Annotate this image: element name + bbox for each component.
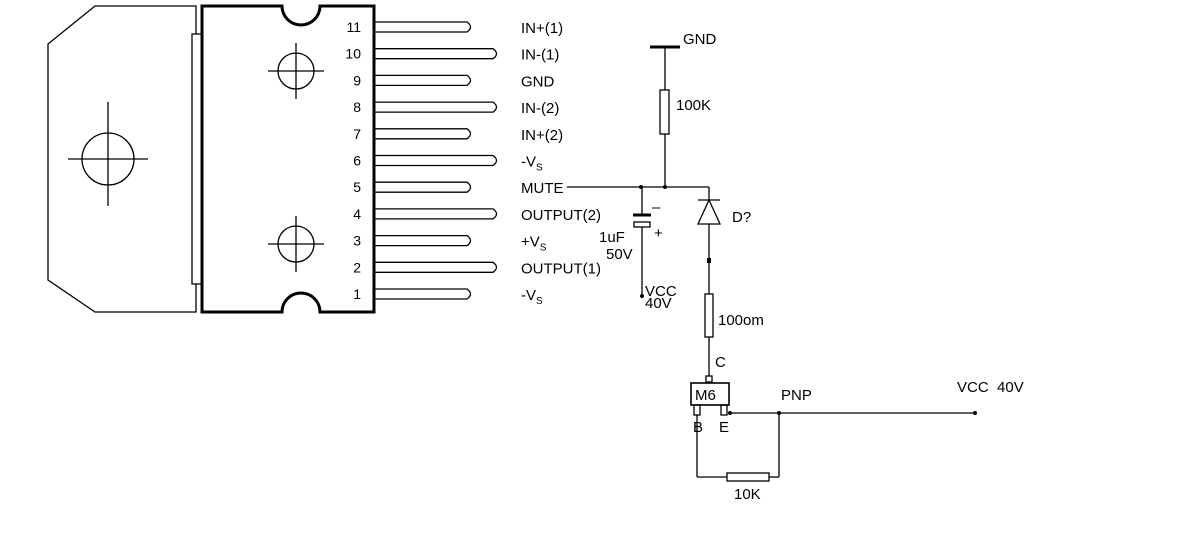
ic-pin-number: 1	[353, 286, 361, 302]
ic-pin-1: 1 -VS	[353, 286, 543, 307]
ic-pin-label: IN+(2)	[521, 127, 563, 144]
mounting-hole-bottom	[268, 216, 324, 272]
ic-pin-lead	[374, 128, 472, 140]
ic-pin-label-subscript: S	[536, 163, 543, 174]
mounting-hole-large	[68, 102, 148, 206]
gnd-label: GND	[683, 31, 717, 48]
ic-pin-lead	[374, 74, 472, 87]
ic-pin-6: 6 -VS	[353, 153, 543, 174]
ic-pin-number: 9	[353, 72, 361, 88]
ic-pin-lead	[374, 234, 472, 247]
cap-value-label: 1uF	[599, 229, 625, 246]
ic-pin-11: 11 IN+(1)	[346, 19, 563, 37]
circuit-labels: GND 100K – + 1uF 50V VCC 40V D? 100om C …	[599, 31, 1024, 503]
resistor-10k	[726, 472, 770, 482]
ic-pin-label: IN-(2)	[521, 100, 559, 117]
diode-d	[696, 187, 722, 294]
ic-pin-9: 9 GND	[353, 72, 554, 90]
capacitor-1uf	[633, 187, 651, 298]
resistor-100om-label: 100om	[718, 312, 764, 329]
ic-pin-label-text: MUTE	[521, 180, 564, 197]
ic-pin-label-text: IN-(2)	[521, 100, 559, 117]
ic-pin-lead	[374, 154, 498, 167]
ic-pin-3: 3 +VS	[353, 233, 547, 254]
ic-pin-7: 7 IN+(2)	[353, 126, 563, 144]
ic-pin-label: OUTPUT(1)	[521, 260, 601, 277]
ic-pin-number: 4	[353, 206, 361, 222]
resistor-100om	[704, 293, 714, 338]
ic-pin-lead	[374, 181, 472, 193]
ic-pin-label: -VS	[521, 287, 543, 307]
ic-pin-lead	[374, 101, 498, 113]
ic-pin-label: +VS	[521, 234, 547, 254]
ic-pin-number: 6	[353, 153, 361, 169]
ic-pin-label-subscript: S	[540, 243, 547, 254]
mounting-hole-top	[268, 43, 324, 99]
base-label: B	[693, 419, 703, 436]
emitter-label: E	[719, 419, 729, 436]
collector-label: C	[715, 354, 726, 371]
ic-pin-label-text: GND	[521, 73, 555, 90]
ic-pin-number: 8	[353, 99, 361, 115]
cap-plus-label: +	[654, 225, 663, 242]
ic-pin-label-text: OUTPUT(2)	[521, 207, 601, 224]
diode-label: D?	[732, 209, 751, 226]
ic-pin-label-subscript: S	[536, 296, 543, 307]
ic-pin-number: 7	[353, 126, 361, 142]
ic-pin-label: GND	[521, 73, 555, 90]
ic-pin-10: 10 IN-(1)	[345, 46, 559, 64]
ic-pin-label: -VS	[521, 154, 543, 174]
external-circuit	[567, 45, 977, 482]
cap-vcc-label: VCC	[645, 283, 677, 300]
ic-pin-label-text: OUTPUT(1)	[521, 260, 601, 277]
ic-pin-label: MUTE	[521, 180, 564, 197]
ic-pin-number: 2	[353, 259, 361, 275]
ic-pin-label-text: -V	[521, 287, 536, 304]
cap-voltage-label: 50V	[606, 246, 633, 263]
ic-pin-number: 3	[353, 233, 361, 249]
ic-pin-number: 11	[346, 19, 361, 35]
cap-minus-label: –	[652, 199, 661, 216]
resistor-100k	[659, 89, 670, 135]
ic-pin-label: IN+(1)	[521, 20, 563, 37]
transistor-type-label: PNP	[781, 387, 812, 404]
ic-pin-label-text: IN+(1)	[521, 20, 563, 37]
transistor-name: M6	[695, 387, 716, 404]
vcc-label: VCC 40V	[957, 379, 1024, 396]
ic-pin-4: 4 OUTPUT(2)	[353, 206, 601, 224]
ic-pin-label-text: +V	[521, 234, 540, 251]
ic-pin-lead	[374, 261, 498, 273]
ic-pin-2: 2 OUTPUT(1)	[353, 259, 601, 277]
cap-vcc-voltage-label: 40V	[645, 295, 672, 312]
ic-pin-number: 10	[345, 46, 361, 62]
ic-pin-8: 8 IN-(2)	[353, 99, 559, 117]
ic-pin-number: 5	[353, 179, 361, 195]
ic-pin-label: IN-(1)	[521, 47, 559, 64]
ic-pin-label: OUTPUT(2)	[521, 207, 601, 224]
ic-pin-label-text: IN-(1)	[521, 47, 559, 64]
ic-package	[47, 4, 376, 314]
resistor-10k-label: 10K	[734, 486, 761, 503]
ic-pin-lead	[374, 21, 472, 33]
ic-pin-lead	[374, 208, 498, 220]
ic-pin-label-text: IN+(2)	[521, 127, 563, 144]
ic-pin-5: 5 MUTE	[353, 179, 563, 197]
resistor-100k-label: 100K	[676, 97, 711, 114]
ic-pin-lead	[374, 288, 472, 300]
ic-pin-lead	[374, 48, 498, 60]
ic-pin-label-text: -V	[521, 154, 536, 171]
